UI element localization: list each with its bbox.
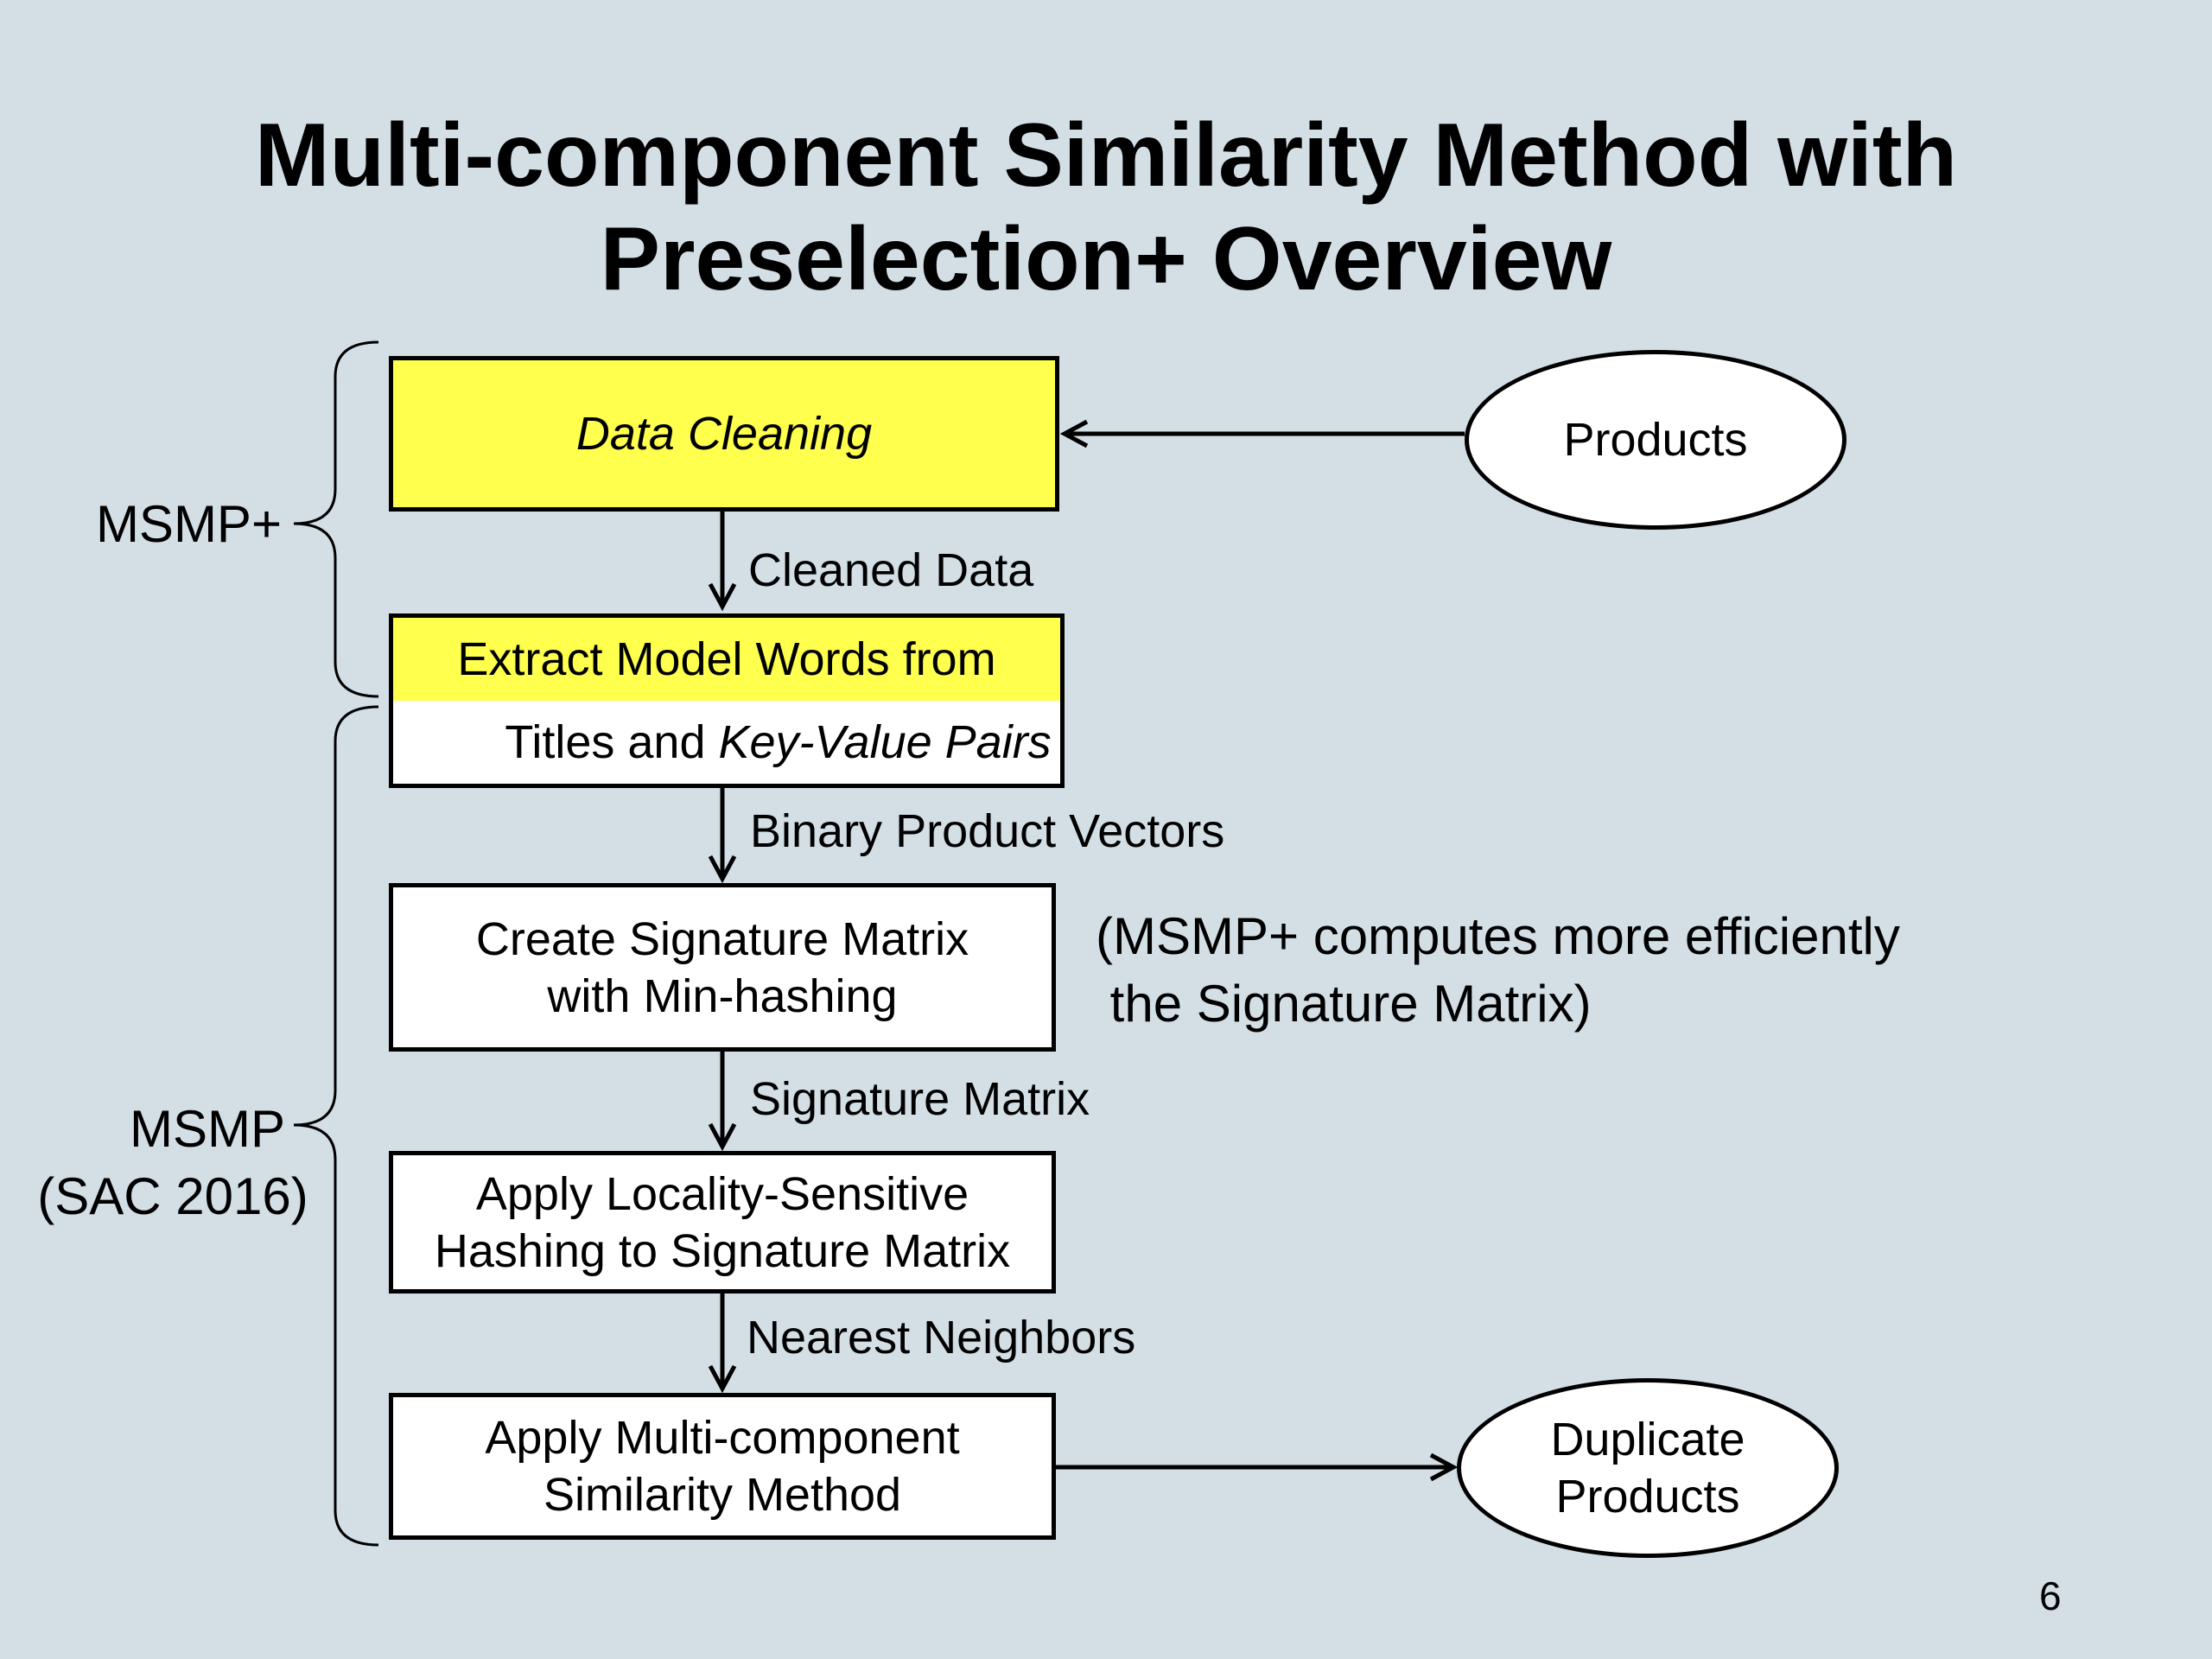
- step-lsh-line-2: Hashing to Signature Matrix: [434, 1224, 1011, 1277]
- slide-title: Multi-component Similarity Method with P…: [0, 104, 2212, 311]
- step-msm-line-2: Similarity Method: [543, 1469, 902, 1521]
- step-extract-model-words-highlight: Extract Model Words from: [393, 618, 1060, 701]
- terminal-products: Products: [1465, 350, 1847, 530]
- group-label-msmp-line-1: MSMP: [130, 1100, 285, 1158]
- terminal-duplicate-products: Duplicate Products: [1457, 1378, 1839, 1558]
- efficiency-note-line-1: (MSMP+ computes more efficiently: [1096, 907, 1900, 965]
- step-signature-matrix: Create Signature Matrix with Min-hashing: [389, 883, 1056, 1052]
- step-signature-matrix-line-2: with Min-hashing: [547, 969, 898, 1022]
- group-label-msmp: MSMP (SAC 2016): [26, 1096, 320, 1230]
- slide-title-line-2: Preselection+ Overview: [600, 209, 1612, 309]
- edge-label-nearest-neighbors: Nearest Neighbors: [747, 1312, 1136, 1363]
- terminal-duplicate-products-line-1: Duplicate: [1550, 1414, 1745, 1465]
- terminal-products-label: Products: [1563, 414, 1748, 466]
- group-label-msmp-plus-line-1: MSMP+: [95, 495, 282, 553]
- slide-title-line-1: Multi-component Similarity Method with: [254, 105, 1958, 206]
- brace-msmp-plus: [293, 340, 379, 698]
- step-signature-matrix-line-1: Create Signature Matrix: [475, 912, 969, 965]
- step-extract-model-words-line-1: Extract Model Words from: [457, 633, 996, 685]
- step-lsh-line-1: Apply Locality-Sensitive: [475, 1167, 969, 1220]
- terminal-duplicate-products-line-2: Products: [1555, 1471, 1740, 1522]
- edge-label-binary-product-vectors: Binary Product Vectors: [750, 805, 1225, 857]
- page-number: 6: [2039, 1573, 2062, 1618]
- step-extract-model-words: Extract Model Words from Titles and Key-…: [389, 613, 1065, 788]
- step-data-cleaning: Data Cleaning: [389, 356, 1059, 512]
- step-extract-model-words-line-2-italic: Key-Value Pairs: [718, 716, 1052, 768]
- group-label-msmp-plus: MSMP+: [78, 491, 282, 558]
- edge-label-signature-matrix: Signature Matrix: [750, 1073, 1090, 1125]
- efficiency-note: (MSMP+ computes more efficiently the Sig…: [1096, 903, 1900, 1038]
- brace-msmp: [293, 705, 379, 1547]
- edge-label-cleaned-data: Cleaned Data: [748, 544, 1034, 596]
- step-data-cleaning-label: Data Cleaning: [575, 408, 873, 460]
- efficiency-note-line-2: the Signature Matrix): [1096, 975, 1592, 1033]
- step-lsh: Apply Locality-Sensitive Hashing to Sign…: [389, 1151, 1056, 1294]
- group-label-msmp-line-2: (SAC 2016): [37, 1167, 308, 1225]
- step-msm-line-1: Apply Multi-component: [485, 1412, 960, 1464]
- step-extract-model-words-rest: Titles and Key-Value Pairs: [393, 701, 1060, 784]
- step-msm: Apply Multi-component Similarity Method: [389, 1393, 1056, 1540]
- step-extract-model-words-line-2-prefix: Titles and: [505, 716, 719, 768]
